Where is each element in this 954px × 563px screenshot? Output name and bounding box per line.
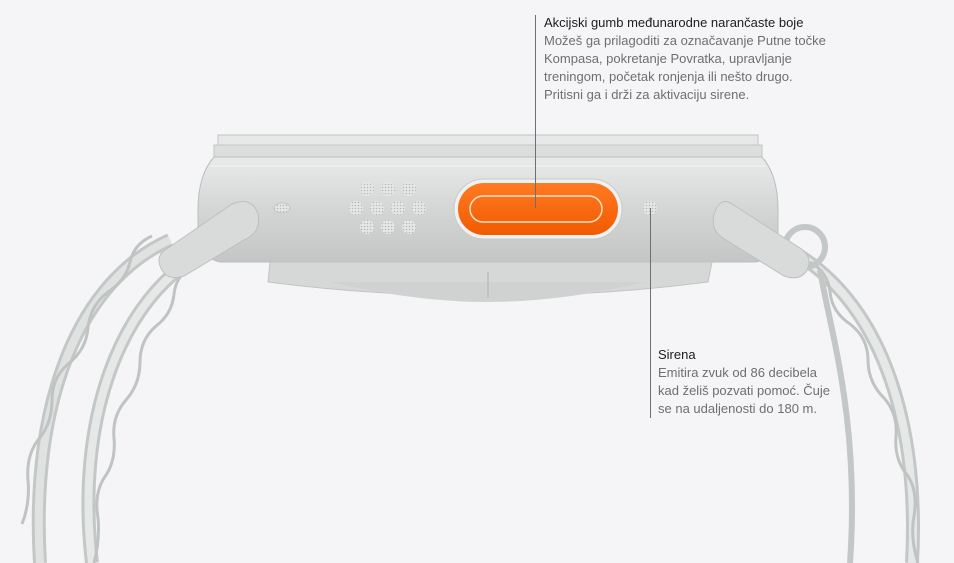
siren-callout: Sirena Emitira zvuk od 86 decibela kad ž… bbox=[658, 346, 838, 418]
left-lug bbox=[158, 201, 260, 279]
siren-callout-title: Sirena bbox=[658, 347, 696, 362]
action-button[interactable] bbox=[453, 178, 623, 240]
action-button-callout: Akcijski gumb međunarodne narančaste boj… bbox=[544, 14, 834, 104]
siren-leader-line bbox=[650, 208, 651, 418]
microphone-vent bbox=[273, 202, 291, 214]
speaker-grille bbox=[349, 182, 426, 234]
right-lug bbox=[712, 201, 810, 279]
siren-callout-description: Emitira zvuk od 86 decibela kad želiš po… bbox=[658, 365, 830, 416]
left-band bbox=[20, 233, 204, 563]
action-button-callout-title: Akcijski gumb međunarodne narančaste boj… bbox=[544, 15, 804, 30]
action-button-callout-description: Možeš ga prilagoditi za označavanje Putn… bbox=[544, 33, 826, 102]
action-button-leader-line bbox=[535, 15, 536, 208]
